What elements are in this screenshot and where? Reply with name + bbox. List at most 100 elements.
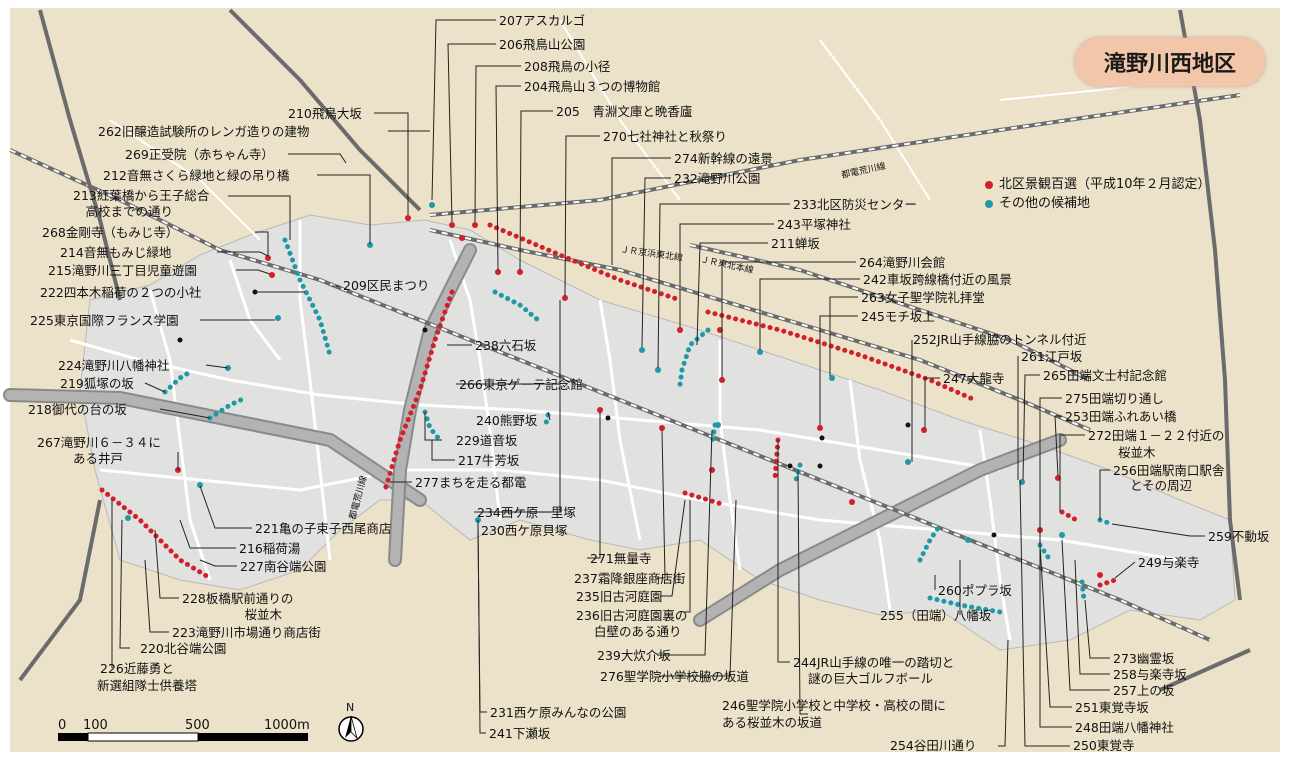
label-211: 211蝉坂 bbox=[771, 236, 820, 251]
route-teal-otonashi bbox=[282, 237, 333, 358]
label-230: 230西ケ原貝塚 bbox=[481, 523, 568, 538]
spot-red bbox=[562, 295, 568, 301]
label-223: 223滝野川市場通り商店街 bbox=[172, 625, 321, 640]
spot-teal bbox=[757, 349, 763, 355]
label-226b: 新選組隊士供養塔 bbox=[97, 678, 198, 693]
scale-tick-0: 0 bbox=[58, 718, 66, 733]
spot-red bbox=[817, 425, 823, 431]
label-256b: とその周辺 bbox=[1130, 478, 1193, 493]
label-207: 207アスカルゴ bbox=[499, 13, 585, 28]
spot-red bbox=[459, 235, 465, 241]
label-261: 261江戸坂 bbox=[1021, 349, 1083, 364]
spot-teal bbox=[655, 367, 661, 373]
teal-spot-markers bbox=[125, 202, 1065, 543]
spot-red bbox=[472, 222, 478, 228]
legend-item-red: 北区景観百選（平成10年２月認定） bbox=[985, 175, 1211, 194]
label-220: 220北谷端公園 bbox=[140, 641, 226, 656]
facility-dot bbox=[422, 327, 428, 333]
north-arrow: N bbox=[338, 701, 364, 742]
label-233: 233北区防災センター bbox=[793, 197, 917, 212]
label-212: 212音無さくら緑地と緑の吊り橋 bbox=[103, 168, 290, 183]
label-209: 209区民まつり bbox=[343, 278, 429, 293]
spot-teal bbox=[429, 202, 435, 208]
spot-teal bbox=[965, 537, 971, 543]
facility-dot bbox=[817, 463, 823, 469]
spot-teal bbox=[1059, 532, 1065, 538]
label-236b: 白壁のある通り bbox=[594, 624, 682, 639]
route-teal-fudo bbox=[1097, 517, 1115, 527]
label-227: 227南谷端公園 bbox=[240, 559, 326, 574]
label-242: 242車坂跨線橋付近の風景 bbox=[863, 272, 1012, 287]
spot-red bbox=[269, 272, 275, 278]
facility-markers bbox=[177, 289, 997, 538]
place-labels: 207アスカルゴ 206飛鳥山公園 208飛鳥の小径 204飛鳥山３つの博物館 … bbox=[28, 13, 1270, 753]
facility-dot bbox=[177, 337, 183, 343]
label-249: 249与楽寺 bbox=[1138, 555, 1199, 570]
label-270: 270七社神社と秋祭り bbox=[603, 129, 727, 144]
spot-red bbox=[921, 427, 927, 433]
label-269: 269正受院（赤ちゃん寺） bbox=[125, 147, 274, 162]
spot-teal bbox=[367, 242, 373, 248]
spot-red bbox=[517, 269, 523, 275]
label-241: 241下瀬坂 bbox=[489, 726, 551, 741]
label-264: 264滝野川会館 bbox=[859, 255, 945, 270]
spot-teal bbox=[639, 347, 645, 353]
label-250: 250東覚寺 bbox=[1073, 738, 1134, 753]
facility-dot bbox=[819, 435, 825, 441]
label-259: 259不動坂 bbox=[1208, 529, 1270, 544]
spot-red bbox=[405, 215, 411, 221]
route-teal-dokozaka bbox=[422, 409, 443, 443]
scale-bar: 0 100 500 1000m bbox=[58, 718, 310, 742]
label-210: 210飛鳥大坂 bbox=[288, 106, 362, 121]
route-teal-hachiman bbox=[917, 525, 941, 563]
route-red-toden bbox=[382, 289, 455, 493]
label-213a: 213紅葉橋から王子総合 bbox=[73, 188, 210, 203]
label-274: 274新幹線の遠景 bbox=[674, 151, 773, 166]
label-263: 263女子聖学院礼拝堂 bbox=[861, 290, 985, 305]
spot-red bbox=[659, 425, 665, 431]
spot-red bbox=[449, 222, 455, 228]
label-271: 271無量寺 bbox=[590, 551, 651, 566]
spot-teal bbox=[197, 482, 203, 488]
label-267b: ある井戸 bbox=[73, 451, 123, 466]
label-256a: 256田端駅南口駅舎 bbox=[1113, 463, 1225, 478]
label-265: 265田端文士村記念館 bbox=[1043, 368, 1167, 383]
label-234: 234西ケ原一里塚 bbox=[477, 505, 576, 520]
label-246a: 246聖学院小学校と中学校・高校の間に bbox=[722, 698, 946, 713]
route-teal-miyonodai bbox=[207, 395, 248, 421]
label-236a: 236旧古河庭園裏の bbox=[576, 608, 687, 623]
scale-tick-1000: 1000m bbox=[264, 718, 310, 733]
district-area bbox=[79, 214, 1236, 651]
label-235: 235旧古河庭園 bbox=[576, 589, 662, 604]
spot-red bbox=[849, 499, 855, 505]
label-225: 225東京国際フランス学園 bbox=[30, 313, 179, 328]
route-red-kasuga bbox=[682, 490, 728, 508]
label-222: 222四本木稲荷の２つの小社 bbox=[40, 285, 201, 300]
route-teal-kitsunezuka bbox=[162, 369, 193, 395]
label-240: 240熊野坂 bbox=[476, 413, 538, 428]
spot-red bbox=[495, 269, 501, 275]
label-204: 204飛鳥山３つの博物館 bbox=[524, 79, 660, 94]
label-272b: 桜並木 bbox=[1118, 445, 1156, 460]
label-245: 245モチ坂上 bbox=[861, 309, 935, 324]
label-267a: 267滝野川６－３４に bbox=[37, 435, 161, 450]
route-teal-asukazaka bbox=[492, 289, 541, 323]
label-228b: 桜並木 bbox=[232, 607, 283, 622]
leader-lines bbox=[111, 19, 1205, 747]
label-275: 275田端切り通し bbox=[1065, 391, 1164, 406]
label-215: 215滝野川三丁目児童遊園 bbox=[48, 263, 197, 278]
facility-dot bbox=[605, 415, 611, 421]
label-262: 262旧醸造試験所のレンガ造りの建物 bbox=[98, 124, 309, 139]
spot-teal bbox=[275, 315, 281, 321]
label-247: 247大龍寺 bbox=[943, 371, 1004, 386]
label-205: 205 青淵文庫と晩香廬 bbox=[556, 104, 693, 119]
label-238: 238六石坂 bbox=[475, 338, 537, 353]
legend: 北区景観百選（平成10年２月認定） その他の候補地 bbox=[985, 175, 1211, 213]
red-dot-icon bbox=[985, 180, 993, 189]
teal-route-markers bbox=[162, 237, 1115, 615]
spot-red bbox=[265, 255, 271, 261]
label-229: 229道音坂 bbox=[456, 433, 518, 448]
route-teal-semizaka bbox=[677, 327, 711, 388]
label-246b: ある桜並木の坂道 bbox=[722, 715, 823, 730]
